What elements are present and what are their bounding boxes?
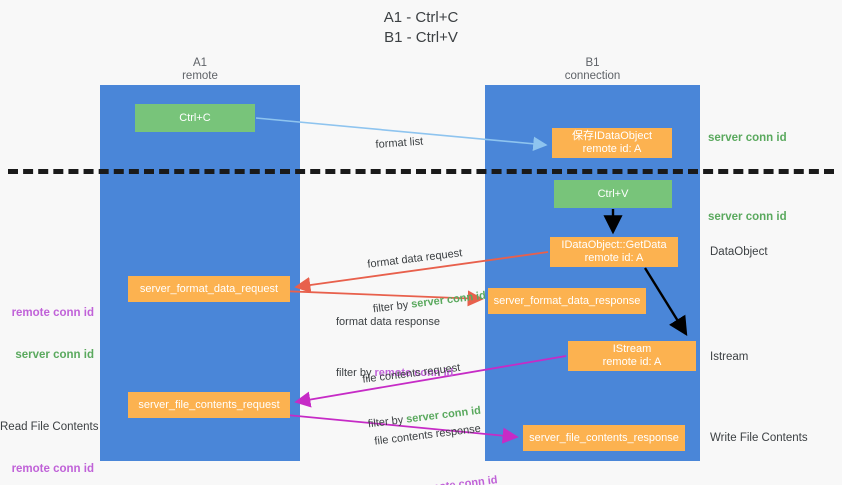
edge-label-fdres-title: format data response [336,316,440,328]
box-server-format-data-response[interactable]: server_format_data_response [488,288,646,314]
phase-divider [8,169,834,174]
box-idataobject-getdata[interactable]: IDataObject::GetData remote id: A [550,237,678,267]
note-istream: Istream [710,351,749,363]
edge-label-fdres-filter: filter by remote conn id [336,366,453,381]
left-note-server-conn-id-1: server conn id [15,349,94,361]
left-note-remote-conn-id-2: remote conn id [11,463,94,475]
column-header-a1: A1 remote [182,57,218,82]
box-server-format-data-request[interactable]: server_format_data_request [128,276,290,302]
note-data-object: DataObject [710,246,768,258]
left-note-read-file-contents: Read File Contents [0,421,99,433]
edge-label-fcres-title: file contents response [373,422,482,448]
edge-label-format-data-response: format data response filter by remote co… [336,285,453,411]
left-note-conn-ids-file: Read File Contents remote conn id server… [0,392,99,485]
note-server-conn-id-mid: server conn id [708,211,787,223]
edge-label-format-list-text: format list [375,135,424,151]
box-save-idataobject[interactable]: 保存IDataObject remote id: A [552,128,672,158]
box-ctrl-c[interactable]: Ctrl+C [135,104,255,132]
box-istream[interactable]: IStream remote id: A [568,341,696,371]
edge-label-format-list: format list [373,105,426,183]
edge-label-fdreq-title: format data request [366,247,463,271]
box-ctrl-v[interactable]: Ctrl+V [554,180,672,208]
edge-label-fcreq-title: file contents request [361,361,461,386]
box-server-file-contents-response[interactable]: server_file_contents_response [523,425,685,451]
edge-label-fcres-filter: filter by remote conn id [380,473,498,485]
edge-label-fdres-filter-prefix: filter by [336,367,375,379]
box-server-file-contents-request[interactable]: server_file_contents_request [128,392,290,418]
left-note-conn-ids-format: remote conn id server conn id [0,278,94,390]
edge-label-fdres-filter-value: remote conn id [374,367,454,379]
note-server-conn-id-top: server conn id [708,132,787,144]
edge-label-file-contents-response: file contents response filter by remote … [370,391,502,485]
edge-label-fcres-filter-value: remote conn id [418,474,499,485]
left-note-remote-conn-id-1: remote conn id [11,307,94,319]
note-write-file-contents: Write File Contents [710,432,808,444]
column-header-b1: B1 connection [564,57,621,82]
page-title: A1 - Ctrl+C B1 - Ctrl+V [383,9,459,46]
